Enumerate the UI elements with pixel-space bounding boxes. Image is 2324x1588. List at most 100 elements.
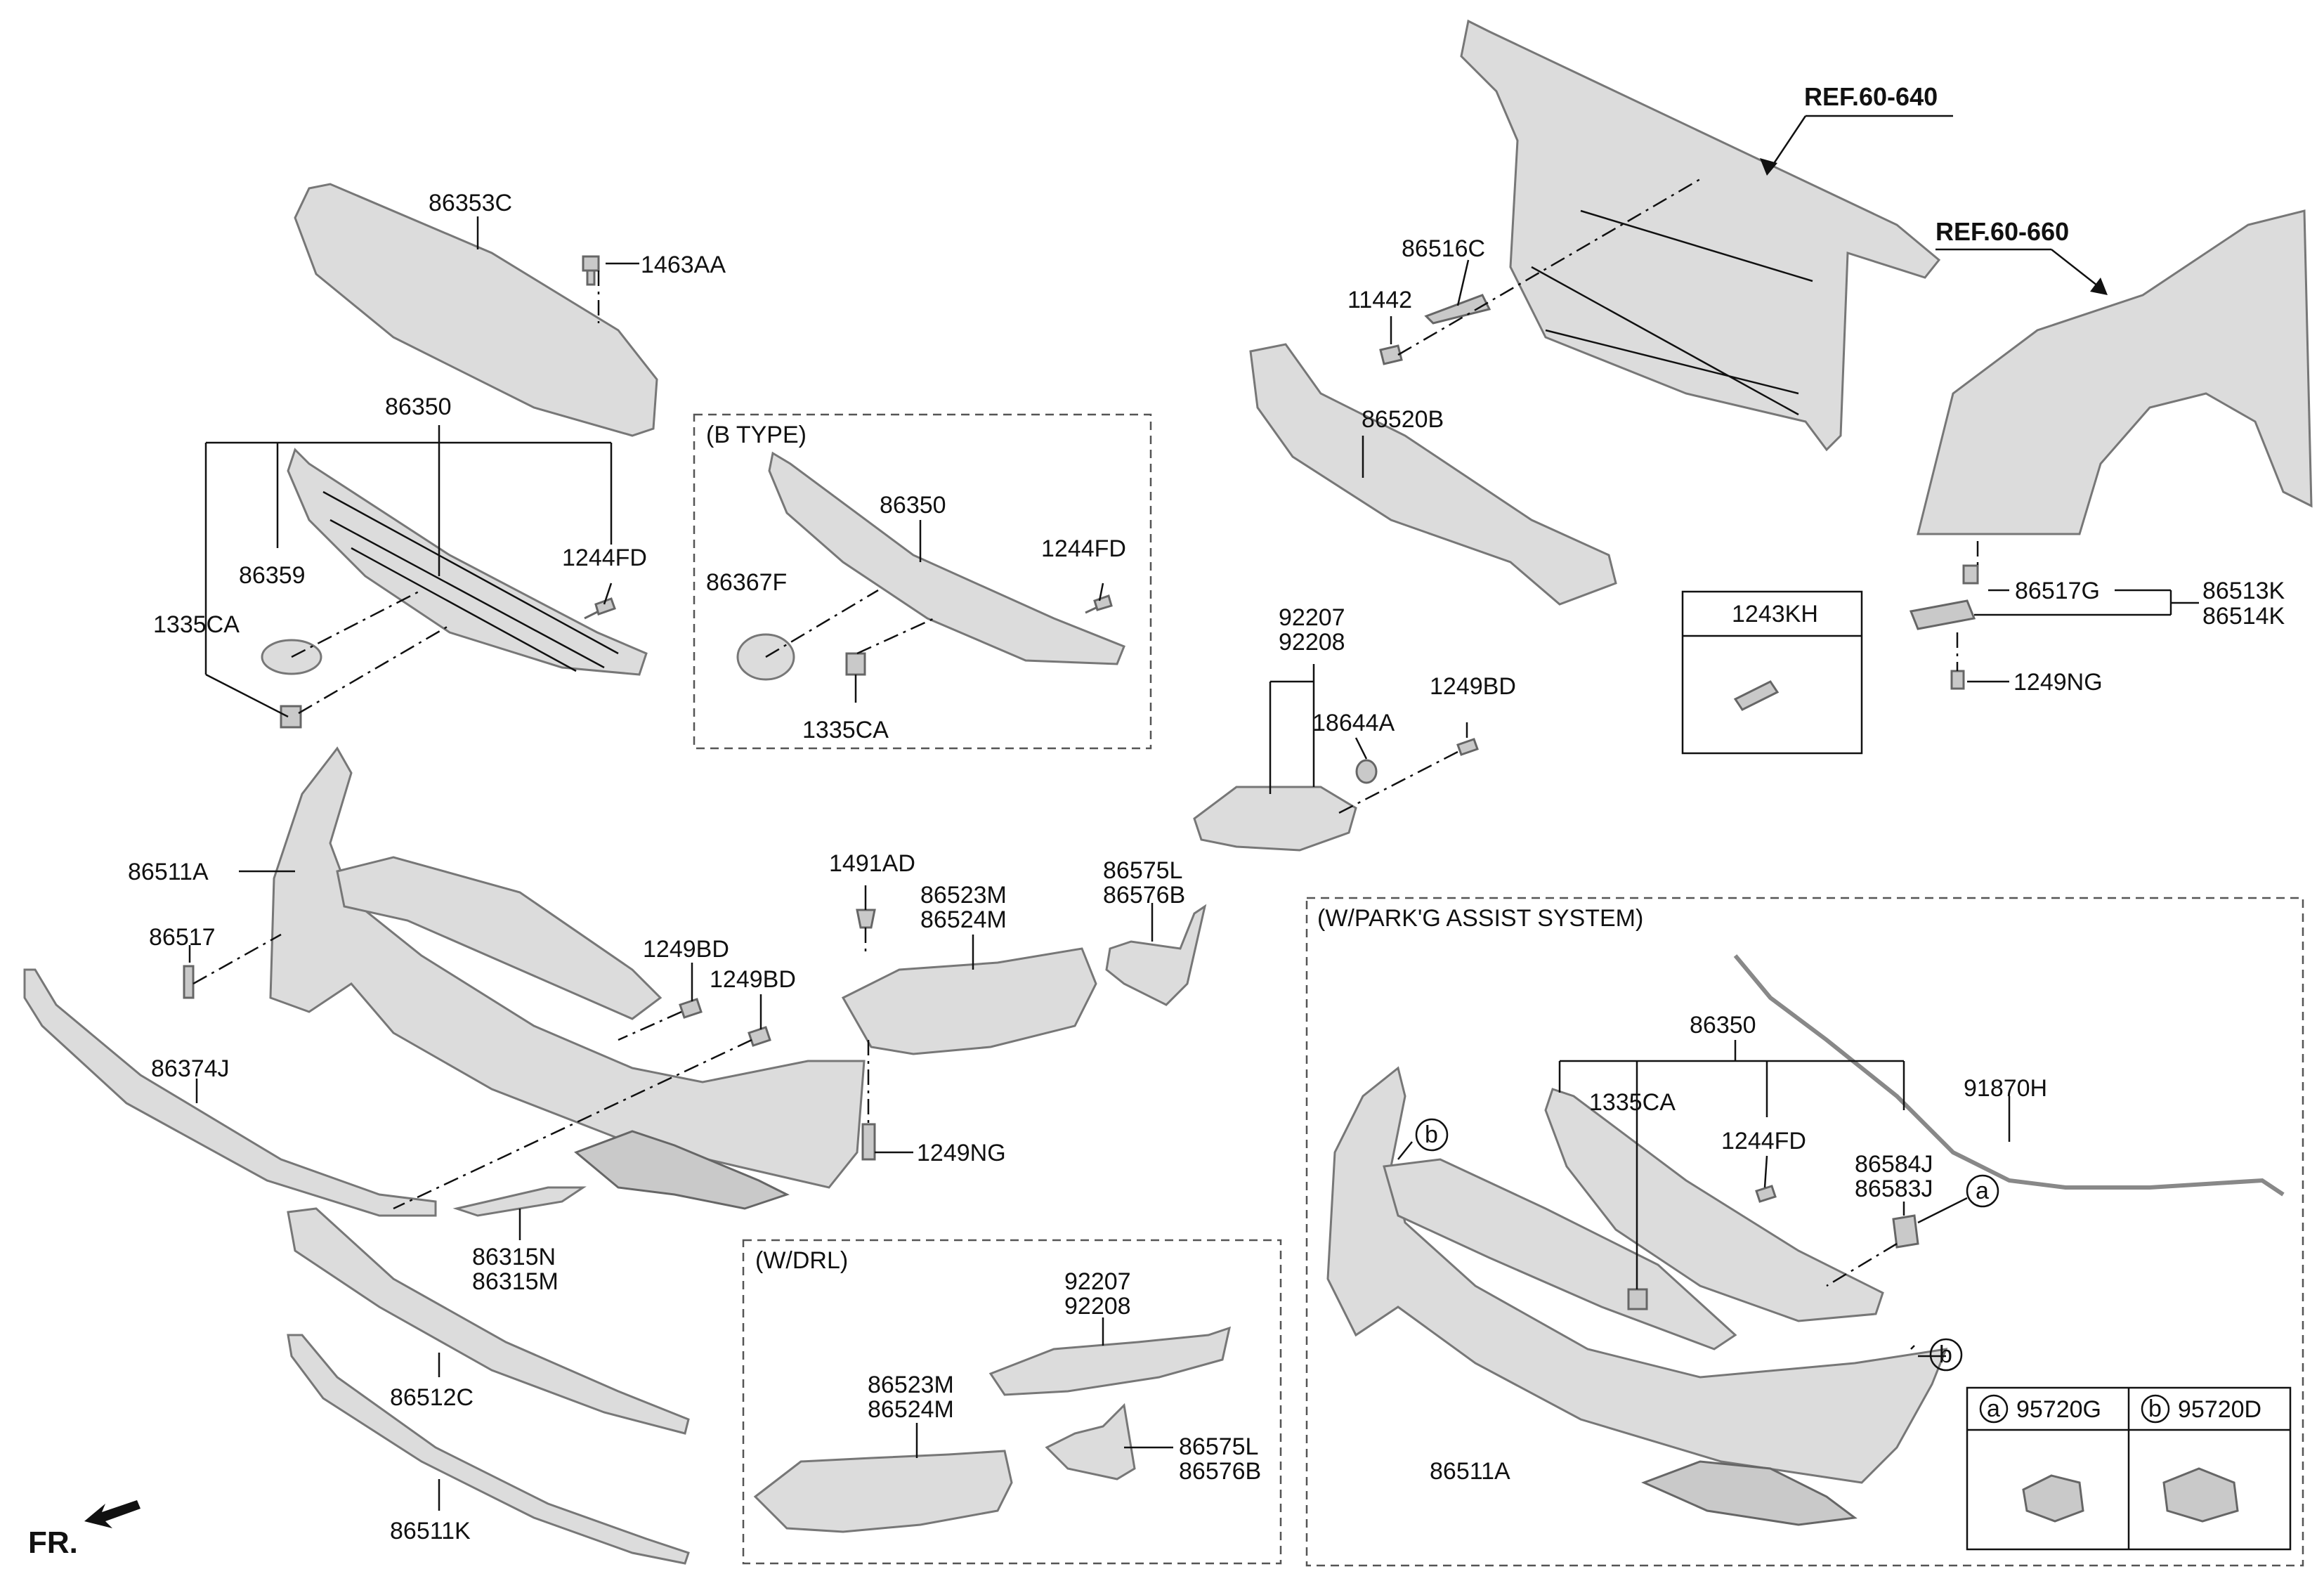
callout-a: a	[1976, 1178, 1989, 1204]
label-1243KH: 1243KH	[1732, 601, 1818, 627]
grille-bars	[322, 490, 619, 672]
sensor-95720D-icon	[2162, 1467, 2239, 1523]
bracket-86516C-icon	[1424, 294, 1491, 325]
bezel-86523M-b	[753, 1450, 1013, 1533]
label-86353C: 86353C	[429, 190, 512, 216]
label-86350-main: 86350	[385, 393, 452, 420]
label-1249NG-right: 1249NG	[2013, 669, 2103, 696]
part-86350-grille-btype	[768, 451, 1125, 665]
bolt-1249BD-a-icon	[1456, 738, 1479, 756]
label-92208-a: 92208	[1279, 629, 1345, 656]
label-86517G: 86517G	[2015, 578, 2100, 604]
bracket-86517G-icon	[1909, 599, 1976, 630]
bolt-1249NG-r-icon	[1950, 670, 1965, 690]
fog-lamp-opening	[574, 1130, 790, 1210]
label-1335CA-btype: 1335CA	[802, 717, 889, 743]
group-wdrl-title: (W/DRL)	[755, 1247, 848, 1274]
legend-b-circle	[2141, 1394, 2170, 1424]
clip-86517G-icon	[1962, 564, 1979, 585]
trim-86315N	[452, 1186, 587, 1217]
park-assist-box	[1305, 897, 2304, 1567]
label-86517: 86517	[149, 924, 216, 951]
clip-1335CA-b-icon	[845, 652, 866, 676]
clip-86517-icon	[183, 965, 195, 999]
label-86359: 86359	[239, 562, 306, 589]
legend-a: a	[1987, 1395, 2000, 1422]
front-marker: FR.	[28, 1525, 78, 1560]
label-1249BD-b: 1249BD	[643, 936, 729, 963]
clip-1491AD-icon	[856, 909, 876, 929]
label-86511K: 86511K	[390, 1518, 471, 1544]
label-1249NG-middle: 1249NG	[917, 1140, 1006, 1166]
label-86524M-b: 86524M	[868, 1396, 954, 1423]
sensor-95720G-icon	[2022, 1474, 2084, 1523]
label-86583J: 86583J	[1855, 1176, 1933, 1202]
fender	[1917, 209, 2313, 535]
label-86523M-b: 86523M	[868, 1372, 954, 1398]
sensor-86584J-icon	[1892, 1214, 1919, 1249]
label-86350-park: 86350	[1690, 1012, 1756, 1039]
label-1244FD-btype: 1244FD	[1041, 535, 1126, 562]
part-box-1243KH	[1681, 590, 1863, 755]
bolt-1244FD-b-icon	[1085, 594, 1113, 614]
label-86576B-b: 86576B	[1179, 1458, 1261, 1485]
label-1244FD-park: 1244FD	[1721, 1128, 1806, 1154]
bolt-1249BD-b-icon	[679, 998, 703, 1019]
bolt-1249BD-c-icon	[748, 1026, 771, 1047]
label-95720D: 95720D	[2178, 1396, 2261, 1423]
label-86520B: 86520B	[1362, 406, 1444, 433]
label-86512C: 86512C	[390, 1384, 474, 1411]
callout-b-circle-1	[1415, 1118, 1449, 1152]
lip-86512C	[287, 1207, 690, 1435]
ref-60-640: REF.60-640	[1804, 82, 1938, 111]
part-86353C	[294, 183, 658, 437]
bulb-18644A-icon	[1355, 759, 1378, 784]
label-1244FD-main: 1244FD	[562, 545, 647, 571]
label-86374J: 86374J	[151, 1055, 230, 1082]
label-1335CA-park: 1335CA	[1589, 1089, 1676, 1116]
radiator-support-frame	[1460, 19, 1941, 452]
leader-lines	[188, 115, 2199, 1511]
fog-opening-p	[1641, 1460, 1858, 1526]
label-1249BD-a: 1249BD	[1430, 673, 1516, 700]
radiator-support-inner	[1531, 209, 1813, 416]
label-92207-b: 92207	[1064, 1268, 1131, 1295]
legend-a-circle	[1979, 1394, 2009, 1424]
label-86315M: 86315M	[472, 1268, 559, 1295]
callout-a-circle	[1966, 1174, 1999, 1208]
label-92208-b: 92208	[1064, 1293, 1131, 1320]
cover-86575L	[1105, 904, 1207, 1006]
label-86513K: 86513K	[2202, 578, 2285, 604]
group-btype-title: (B TYPE)	[706, 422, 807, 448]
legend-b: b	[2148, 1395, 2162, 1422]
drl-lamp-92207	[1193, 786, 1357, 852]
screw-1243KH-icon	[1733, 680, 1780, 711]
label-1335CA-main: 1335CA	[153, 611, 240, 638]
absorber-86520B	[1249, 343, 1617, 606]
label-86350-btype: 86350	[880, 492, 946, 519]
front-bumper-86511A-p	[1326, 1066, 1948, 1484]
label-1463AA: 1463AA	[641, 252, 726, 278]
strip-86374J	[23, 968, 437, 1217]
grille-86350-p	[1544, 1088, 1884, 1322]
label-91870H: 91870H	[1964, 1075, 2047, 1102]
clip-1463AA-icon	[582, 255, 600, 286]
front-bumper-86511A	[269, 746, 866, 1189]
bolt-1244FD-icon	[584, 597, 616, 620]
front-arrow-icon	[84, 1500, 141, 1528]
label-86575L-b: 86575L	[1179, 1433, 1258, 1460]
callout-b-circle-2	[1929, 1338, 1963, 1372]
part-86350-grille	[287, 448, 648, 676]
btype-box	[693, 413, 1152, 750]
label-1491AD: 1491AD	[829, 850, 915, 877]
harness-91870H	[1733, 954, 2285, 1197]
label-86315N: 86315N	[472, 1244, 556, 1270]
label-86511A-park: 86511A	[1430, 1458, 1510, 1485]
drl-lamp-92207-b	[988, 1326, 1232, 1396]
label-86511A-main: 86511A	[128, 859, 209, 885]
bolt-1249NG-m-icon	[861, 1123, 876, 1161]
label-86367F: 86367F	[706, 569, 787, 596]
label-86514K: 86514K	[2202, 603, 2285, 630]
bolt-11442-icon	[1379, 344, 1403, 365]
